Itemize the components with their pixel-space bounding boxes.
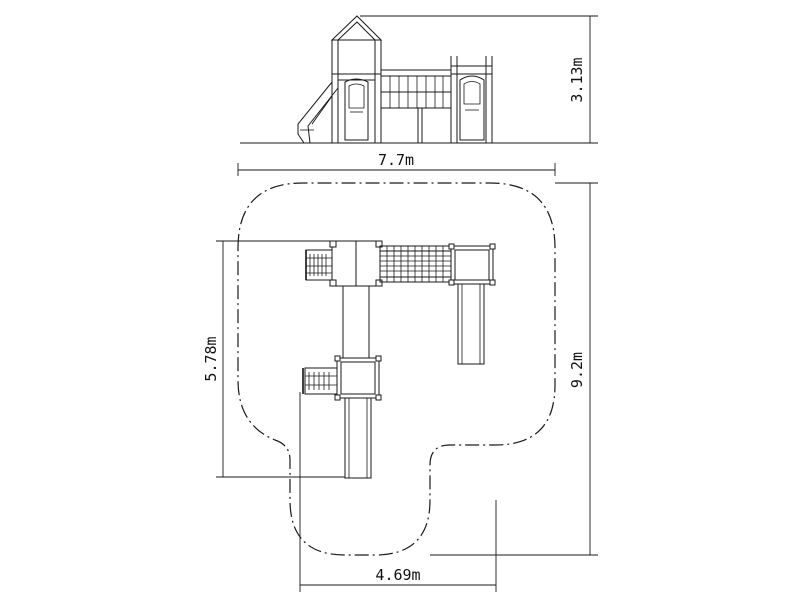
plan-tower-lower <box>334 355 382 401</box>
overall-width-label: 7.7m <box>378 151 414 169</box>
bottom-width-label: 4.69m <box>375 566 420 584</box>
elevation-slide <box>297 81 339 144</box>
elevation-bridge <box>380 69 452 143</box>
height-label: 3.13m <box>568 57 586 102</box>
plan-tower-right <box>448 243 496 286</box>
plan-slide-middle <box>342 285 370 359</box>
plan-view: 7.7m 9.2m 5.78m 4.69m <box>202 151 598 592</box>
width-dimension: 7.7m <box>237 151 556 176</box>
bottom-width-dimension: 4.69m <box>299 392 497 592</box>
plan-ladder-lower <box>302 367 338 395</box>
elevation-tower-right <box>450 56 493 143</box>
plan-slide-lower <box>344 397 372 479</box>
plan-ladder-top <box>305 249 333 281</box>
overall-depth-label: 9.2m <box>568 352 586 388</box>
elevation-view: 3.13m <box>240 15 598 144</box>
plan-bridge <box>379 245 452 283</box>
height-dimension: 3.13m <box>360 15 598 144</box>
left-depth-label: 5.78m <box>202 336 220 381</box>
left-depth-dimension: 5.78m <box>202 240 345 478</box>
elevation-tower-main <box>330 15 383 143</box>
depth-dimension: 9.2m <box>430 182 598 556</box>
safety-zone-outline <box>237 182 556 556</box>
plan-slide-right <box>457 283 485 365</box>
plan-tower-main <box>329 240 383 287</box>
